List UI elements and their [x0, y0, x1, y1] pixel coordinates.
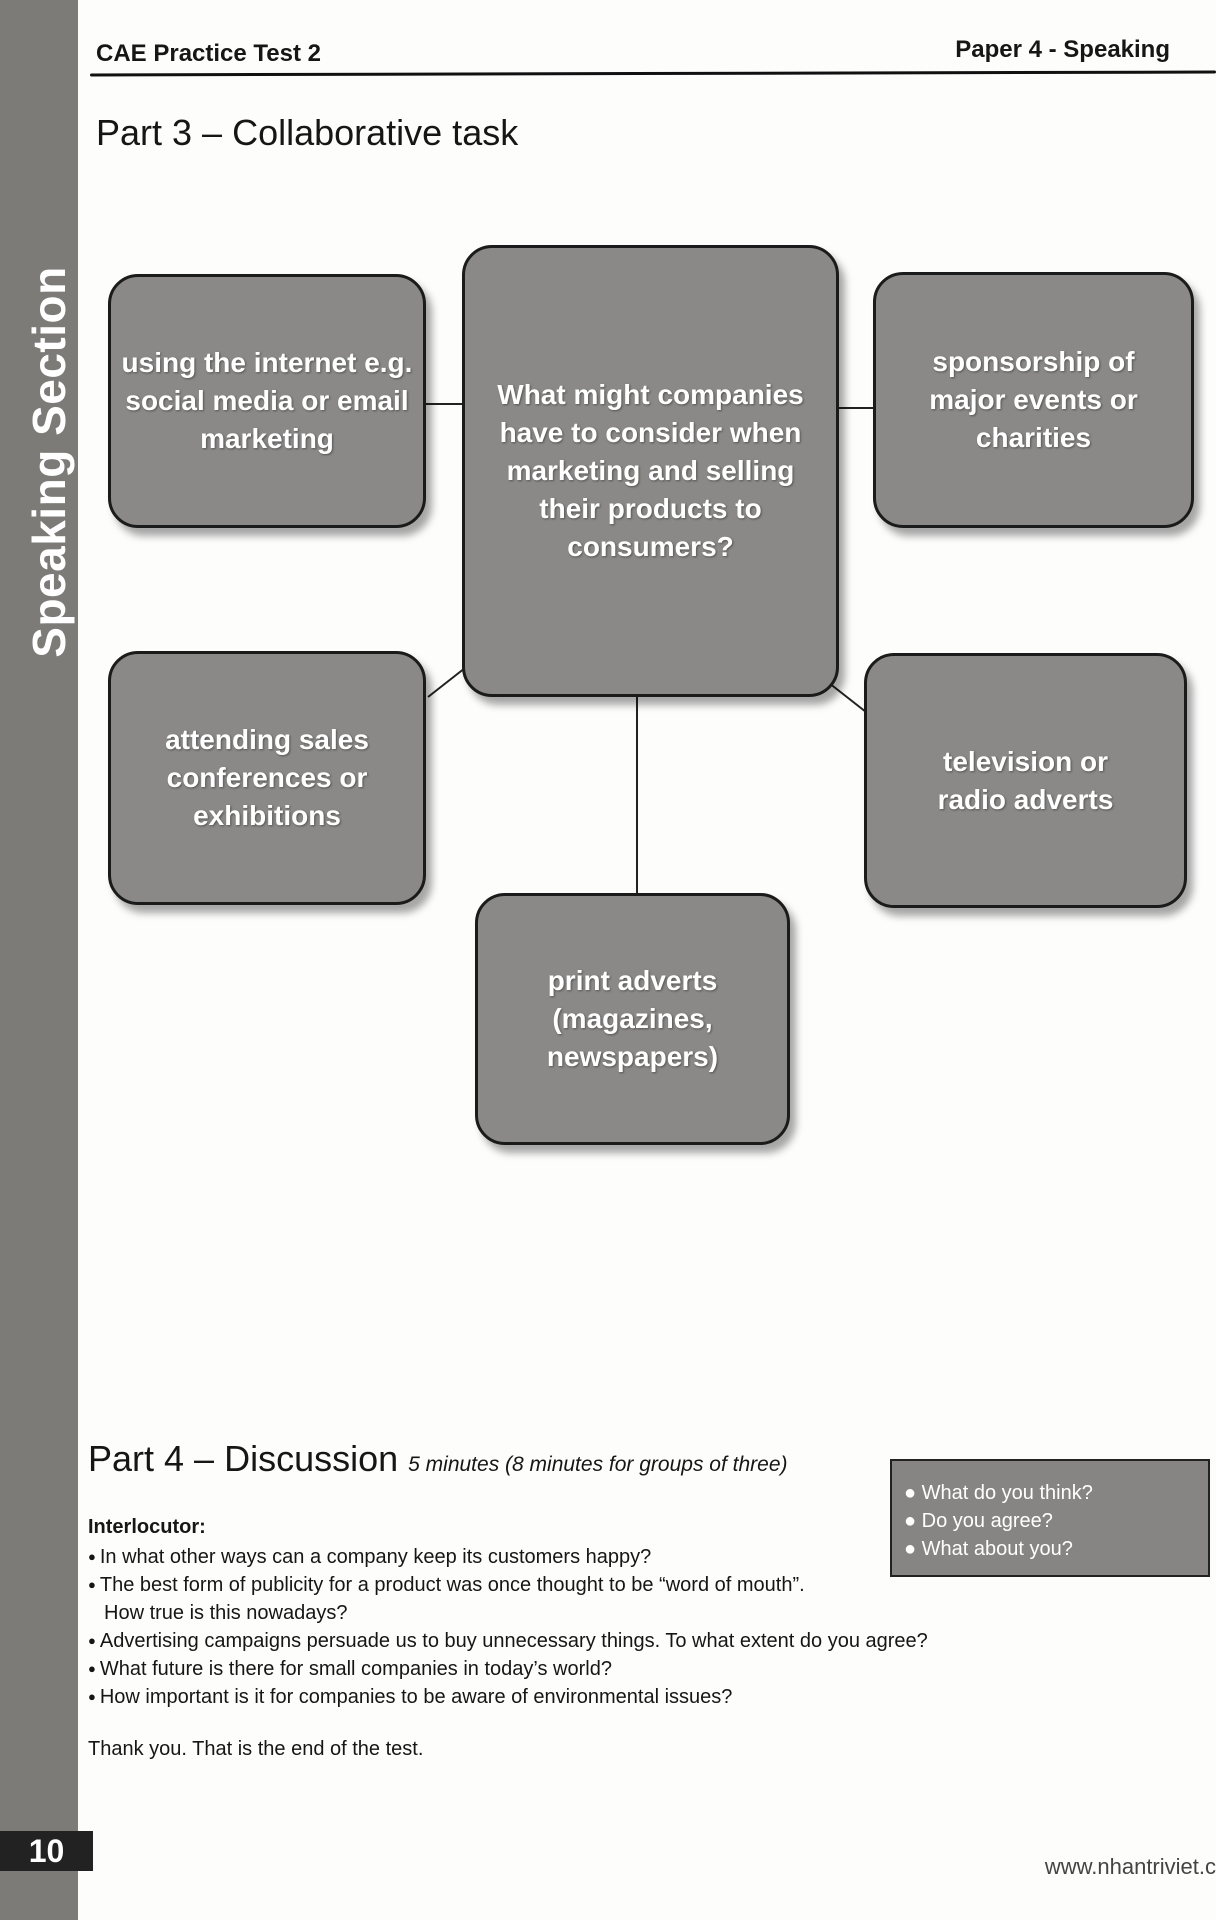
interlocutor-label: Interlocutor: — [88, 1516, 206, 1538]
question-item: In what other ways can a company keep it… — [88, 1543, 928, 1571]
sidebar: Speaking Section — [0, 0, 78, 1920]
prompt-item: ● Do you agree? — [904, 1510, 1053, 1532]
connector — [828, 682, 867, 713]
prompt-item: ● What about you? — [904, 1538, 1073, 1560]
option-box-conferences: attending sales conferences or exhibitio… — [108, 651, 426, 905]
paper-title: Paper 4 - Speaking — [955, 36, 1170, 63]
part3-title: Part 3 – Collaborative task — [96, 112, 519, 153]
connector — [427, 667, 466, 698]
website-link[interactable]: www.nhantriviet.c — [1044, 1854, 1216, 1879]
central-question-box: What might companies have to consider wh… — [462, 245, 839, 697]
closing-line: Thank you. That is the end of the test. — [88, 1738, 424, 1760]
question-item: What future is there for small companies… — [88, 1655, 928, 1683]
option-box-internet: using the internet e.g. social media or … — [108, 274, 426, 528]
test-title: CAE Practice Test 2 — [96, 40, 321, 67]
question-item: How important is it for companies to be … — [88, 1683, 928, 1711]
question-item: The best form of publicity for a product… — [88, 1571, 928, 1627]
option-box-tv-radio: television or radio adverts — [864, 653, 1187, 908]
part4-timing: 5 minutes (8 minutes for groups of three… — [408, 1453, 788, 1476]
question-item: Advertising campaigns persuade us to buy… — [88, 1627, 928, 1655]
question-list: In what other ways can a company keep it… — [88, 1543, 928, 1711]
prompt-item: ● What do you think? — [904, 1482, 1093, 1504]
option-box-sponsorship: sponsorship of major events or charities — [873, 272, 1194, 528]
option-box-print: print adverts (magazines, newspapers) — [475, 893, 790, 1145]
prompt-box: ● What do you think? ● Do you agree? ● W… — [890, 1459, 1210, 1577]
part4-title: Part 4 – Discussion — [88, 1438, 399, 1479]
page-number: 10 — [0, 1831, 93, 1871]
part4-heading: Part 4 – Discussion 5 minutes (8 minutes… — [88, 1438, 788, 1480]
